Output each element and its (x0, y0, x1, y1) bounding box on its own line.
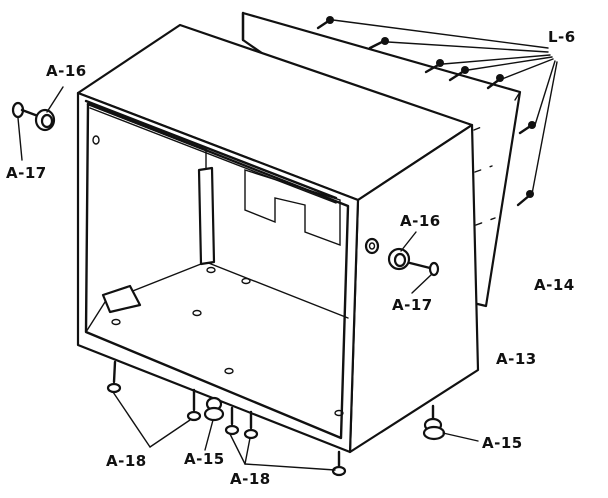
cabinet-box (76, 23, 480, 454)
l6-screws (316, 16, 558, 207)
bottom-screws (106, 360, 347, 477)
label-a16-left: A-16 (46, 62, 87, 80)
right-foot (422, 404, 479, 442)
label-a16-right: A-16 (400, 212, 441, 230)
label-a13: A-13 (496, 350, 537, 368)
left-bumper-hardware (11, 86, 64, 161)
label-a17-left: A-17 (6, 164, 47, 182)
label-a15-bottom: A-15 (184, 450, 225, 468)
right-bumper-hardware (387, 231, 440, 294)
label-a15-right: A-15 (482, 434, 523, 452)
label-a14: A-14 (534, 276, 575, 294)
label-a18-left: A-18 (106, 452, 147, 470)
label-a18-bottom: A-18 (230, 470, 271, 488)
alignment-lines (473, 125, 496, 226)
label-a17-right: A-17 (392, 296, 433, 314)
label-l6: L-6 (548, 28, 576, 46)
